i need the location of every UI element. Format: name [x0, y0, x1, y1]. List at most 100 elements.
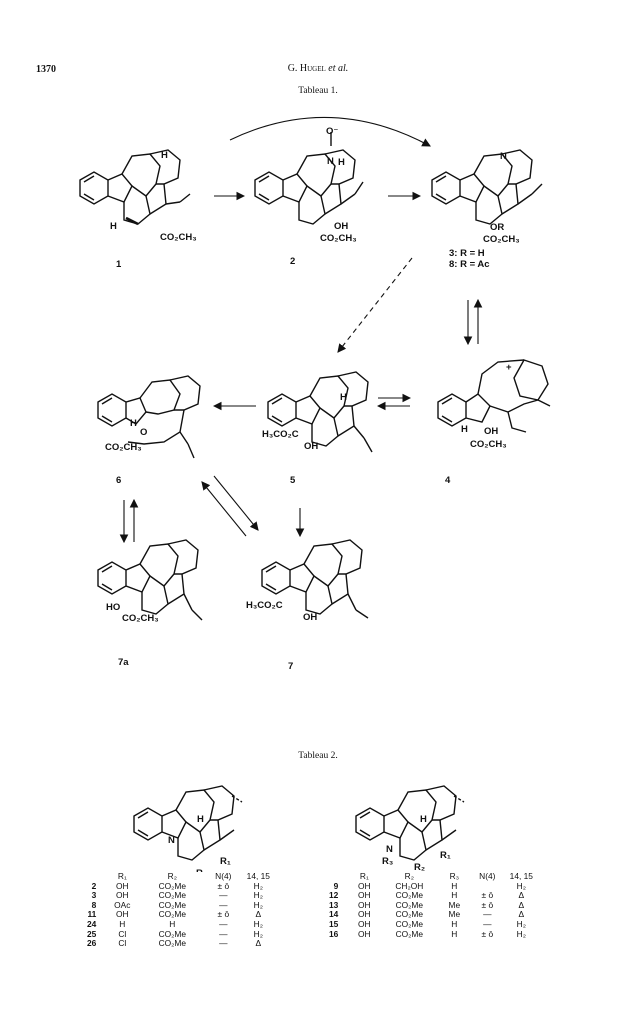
column-header: N(4)	[479, 871, 496, 881]
label-h-1: H	[161, 150, 168, 161]
table-cell: H	[119, 918, 126, 929]
compound-number-cell: 3	[91, 890, 97, 901]
table-cell: OH	[358, 928, 371, 939]
table-cell: Cl	[118, 928, 127, 939]
compound-number-6: 6	[116, 475, 121, 486]
label-ester-1: CO₂CH₃	[160, 232, 197, 243]
table-cell: H	[451, 890, 458, 901]
running-head-authors: G. Hugel	[287, 63, 326, 74]
table-cell: CO₂Me	[158, 928, 187, 939]
table-cell: Δ	[518, 890, 525, 901]
page-number: 1370	[36, 64, 56, 75]
structure-1	[79, 149, 191, 226]
table-cell: —	[219, 890, 228, 901]
label-r2-right: R₂	[414, 862, 425, 872]
table-cell: CO₂Me	[158, 890, 187, 901]
compound-number-4: 4	[445, 475, 451, 486]
table-cell: OH	[116, 890, 129, 901]
label-nh-4: H	[461, 424, 468, 435]
compound-number-cell: 26	[87, 938, 97, 949]
compound-number-8: 8: R = Ac	[449, 259, 490, 270]
compound-number-cell: 13	[329, 899, 339, 910]
column-header: N(4)	[215, 871, 232, 881]
table-cell: Me	[448, 909, 461, 920]
table-cell: Me	[448, 899, 461, 910]
table-cell: Δ	[255, 938, 262, 949]
compound-number-cell: 14	[329, 909, 339, 920]
tableau2-structures: N R₂ R₁ H N R₃ R₂ R₁ H	[133, 785, 465, 872]
table-cell: Δ	[518, 899, 525, 910]
label-nh-6: H	[130, 418, 137, 429]
table-cell: —	[219, 918, 228, 929]
table-cell: CO₂Me	[395, 928, 424, 939]
table-row: 26 Cl CO₂Me — Δ	[84, 939, 276, 949]
table-cell: Cl	[118, 938, 127, 949]
column-header: 14, 15	[246, 871, 270, 881]
label-ester-7a: CO₂CH₃	[122, 613, 159, 624]
table-cell: —	[219, 938, 228, 949]
table-cell: CO₂Me	[158, 938, 187, 949]
label-n-3: N	[500, 151, 507, 162]
compound-number-3: 3: R = H	[449, 248, 485, 259]
compound-number-cell: 9	[333, 880, 339, 891]
column-header: R₁	[359, 871, 369, 881]
table-cell: OH	[116, 880, 129, 891]
structure-2	[254, 132, 364, 225]
structure-4	[437, 359, 551, 433]
table-cell: CH₂OH	[395, 880, 424, 891]
label-ho-7a: HO	[106, 602, 120, 613]
label-nplus-4: +	[506, 362, 512, 373]
table-cell: CO₂Me	[395, 918, 424, 929]
label-ester-4: CO₂CH₃	[470, 439, 507, 450]
tableau1-scheme: H CO₂CH₃ H O⁻ N OH CO₂CH₃ H OR CO₂CH₃ N …	[79, 116, 551, 672]
column-header: R₂	[404, 871, 414, 881]
compound-number-cell: 25	[87, 928, 97, 939]
label-o-6: O	[140, 427, 147, 438]
table-cell: H₂	[516, 880, 526, 891]
table-cell: —	[219, 928, 228, 939]
running-head: G. Hugel et al.	[0, 63, 636, 74]
tableau2-caption: Tableau 2.	[298, 751, 338, 761]
tableau1-caption: Tableau 1.	[298, 86, 338, 96]
structure-6	[97, 375, 201, 459]
label-nh-1: H	[110, 221, 117, 232]
table-cell: ± ō	[217, 880, 230, 891]
label-oh-5: OH	[304, 441, 318, 452]
table-cell: ± ō	[217, 909, 230, 920]
compound-number-cell: 12	[329, 890, 339, 901]
label-ester-6: CO₂CH₃	[105, 442, 142, 453]
compound-number-cell: 8	[91, 899, 97, 910]
table-cell: H	[169, 918, 176, 929]
label-n-right: N	[386, 844, 393, 855]
label-r1-left: R₁	[220, 856, 231, 867]
table-cell: OAc	[114, 899, 131, 910]
table-cell: Δ	[255, 909, 262, 920]
table-cell: H	[451, 880, 458, 891]
table-cell: CO₂Me	[395, 899, 424, 910]
compound-number-cell: 24	[87, 918, 97, 929]
structure-general-right	[355, 785, 465, 861]
table-cell: CO₂Me	[158, 899, 187, 910]
label-ester-2: CO₂CH₃	[320, 233, 357, 244]
label-ester-5: H₃CO₂C	[262, 429, 299, 440]
label-n-left: N	[168, 835, 175, 846]
table-cell: H₂	[516, 928, 526, 939]
table-cell: H₂	[253, 890, 263, 901]
label-n-2: N	[327, 156, 334, 167]
label-h-2: H	[338, 157, 345, 168]
table-cell: CO₂Me	[395, 890, 424, 901]
table-cell: ± ō	[481, 899, 494, 910]
label-oh-7: OH	[303, 612, 317, 623]
structure-general-left	[133, 785, 243, 861]
table-cell: CO₂Me	[158, 880, 187, 891]
compound-number-2: 2	[290, 256, 295, 267]
label-r2-left: R₂	[196, 868, 207, 872]
